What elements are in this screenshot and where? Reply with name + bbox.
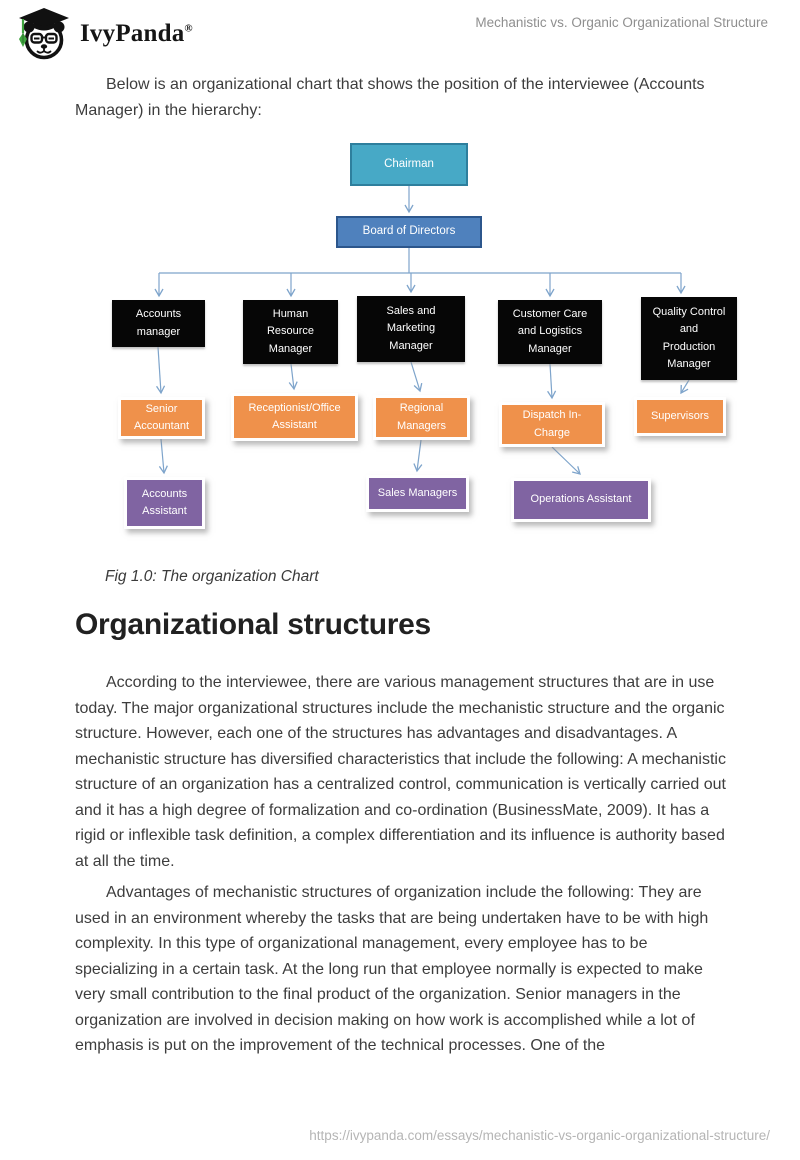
running-head-title: Mechanistic vs. Organic Organizational S…	[475, 15, 768, 30]
registered-mark: ®	[184, 22, 193, 35]
org-node-accounts-manager: Accounts manager	[112, 300, 205, 347]
paragraph-1: According to the interviewee, there are …	[75, 674, 726, 870]
section-heading: Organizational structures	[75, 608, 431, 641]
ivypanda-logo-link[interactable]: IvyPanda®	[14, 7, 193, 61]
figure-caption: Fig 1.0: The organization Chart	[105, 568, 319, 585]
org-node-chairman: Chairman	[350, 143, 468, 186]
intro-block: Below is an organizational chart that sh…	[75, 72, 725, 123]
org-node-regional-managers: Regional Managers	[373, 395, 470, 440]
org-node-hr-manager: Human Resource Manager	[243, 300, 338, 364]
org-node-senior-accountant: Senior Accountant	[118, 397, 205, 439]
org-node-board-of-directors: Board of Directors	[336, 216, 482, 248]
org-node-sales-marketing-manager: Sales and Marketing Manager	[357, 296, 465, 362]
org-node-sales-managers: Sales Managers	[366, 475, 469, 512]
org-node-operations-assistant: Operations Assistant	[511, 478, 651, 522]
paragraph-2: Advantages of mechanistic structures of …	[75, 884, 709, 1054]
org-node-receptionist-assistant: Receptionist/Office Assistant	[231, 393, 358, 441]
intro-paragraph: Below is an organizational chart that sh…	[75, 76, 705, 119]
org-chart-figure: Chairman Board of Directors Accounts man…	[0, 140, 800, 552]
page-header: IvyPanda® Mechanistic vs. Organic Organi…	[0, 0, 800, 66]
org-node-accounts-assistant: Accounts Assistant	[124, 477, 205, 529]
footer-source-url: https://ivypanda.com/essays/mechanistic-…	[309, 1128, 770, 1143]
org-node-dispatch-in-charge: Dispatch In- Charge	[499, 402, 605, 447]
brand-name: IvyPanda®	[80, 20, 193, 47]
org-node-quality-control-manager: Quality Control and Production Manager	[641, 297, 737, 380]
ivypanda-panda-icon	[19, 8, 69, 60]
org-node-customer-care-manager: Customer Care and Logistics Manager	[498, 300, 602, 364]
org-chart-connectors	[154, 186, 690, 475]
org-node-supervisors: Supervisors	[634, 397, 726, 436]
